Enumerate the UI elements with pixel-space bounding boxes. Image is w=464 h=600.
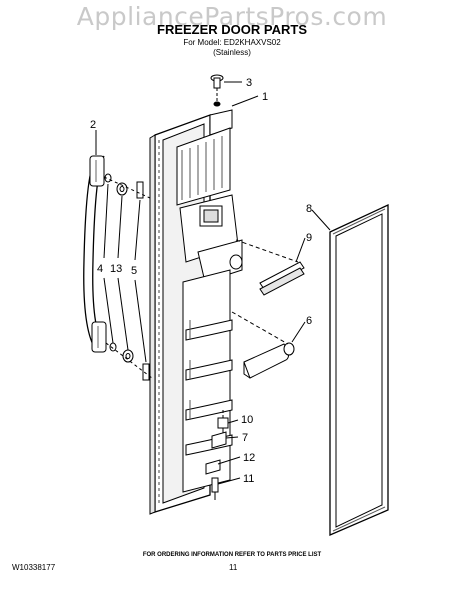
finish-line: (Stainless) (213, 48, 251, 57)
watermark: AppliancePartsPros.com (76, 2, 388, 31)
page-title: FREEZER DOOR PARTS (157, 22, 307, 37)
ordering-note: FOR ORDERING INFORMATION REFER TO PARTS … (142, 552, 322, 558)
door-handle-part (83, 155, 107, 353)
door-assembly-part (149, 109, 243, 515)
page-number: 11 (229, 563, 238, 572)
callout-3: 3 (246, 77, 252, 89)
handle-mount-lower-parts (105, 342, 153, 381)
callout-6: 6 (306, 315, 312, 327)
callout-7: 7 (242, 432, 248, 444)
model-line: For Model: ED2KHAXVS02 (183, 38, 281, 47)
callout-5: 5 (131, 265, 137, 277)
callout-4: 4 (97, 263, 103, 275)
callout-1: 1 (262, 91, 268, 103)
callout-9: 9 (306, 232, 312, 244)
handle-mount-upper-parts (103, 173, 151, 199)
callout-12: 12 (243, 452, 255, 464)
callout-2: 2 (90, 119, 96, 131)
door-gasket-part (329, 203, 389, 536)
bottom-hinge-parts (205, 410, 229, 500)
callout-8: 8 (306, 203, 312, 215)
shelf-bin-part (231, 311, 295, 379)
callout-13: 13 (110, 263, 122, 275)
top-screw-part (210, 74, 224, 107)
trim-strip-part (235, 239, 305, 296)
callout-11: 11 (243, 473, 254, 485)
callout-10: 10 (241, 414, 253, 426)
document-id: W10338177 (12, 563, 56, 572)
